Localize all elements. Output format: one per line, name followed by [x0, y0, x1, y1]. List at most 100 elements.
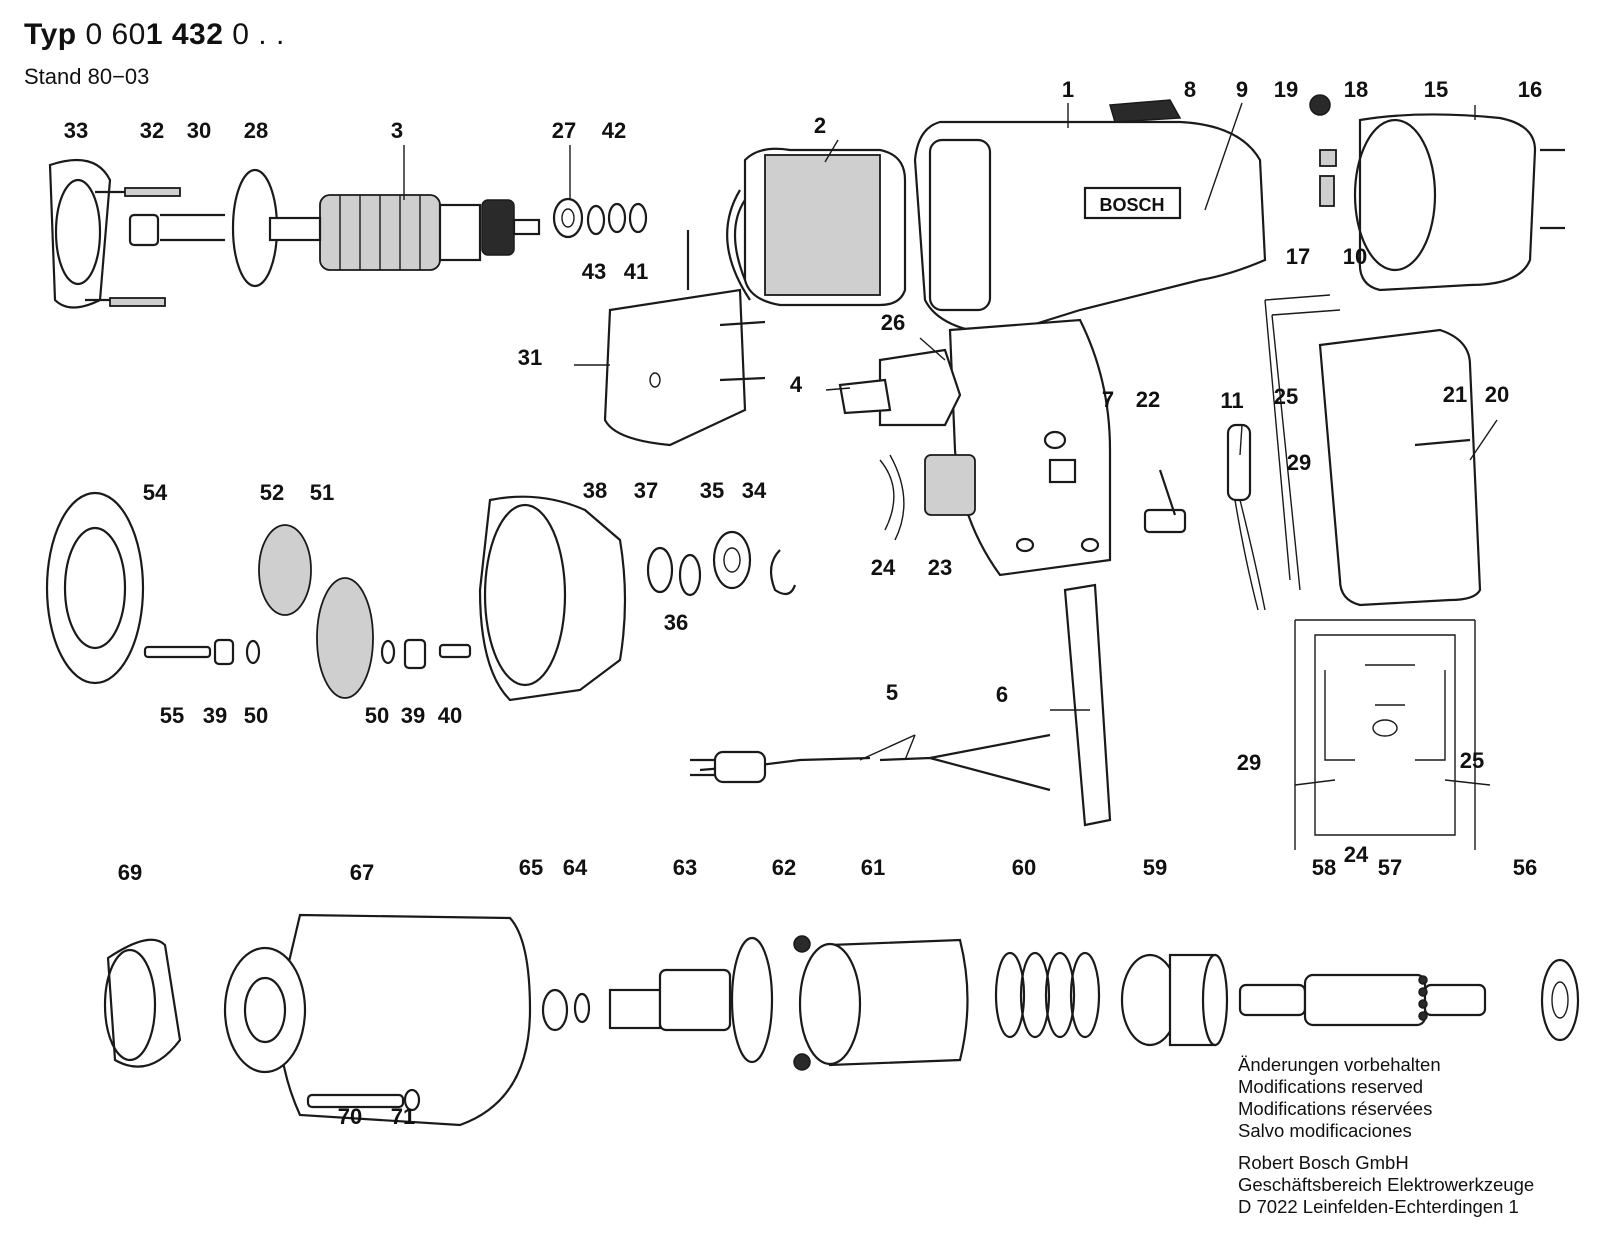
- part-label-22: 22: [1136, 387, 1160, 412]
- part-27-bearing: [552, 197, 584, 239]
- part-1-motor-housing: [913, 120, 1267, 577]
- part-label-17: 17: [1286, 244, 1310, 269]
- part-43-washer: [586, 204, 606, 236]
- part-67-impact-housing: [223, 913, 532, 1127]
- part-label-57: 57: [1378, 855, 1402, 880]
- type-number-part2: 1 432: [145, 18, 224, 51]
- part-label-25: 25: [1274, 384, 1298, 409]
- part-36-washer: [678, 553, 702, 597]
- note-line-3: Modifications réservées: [1238, 1098, 1433, 1119]
- part-2-field: [726, 147, 907, 307]
- part-50-washer: [245, 639, 261, 665]
- part-label-35: 35: [700, 478, 724, 503]
- part-label-31: 31: [518, 345, 542, 370]
- part-69-cap: [103, 938, 182, 1068]
- part-8-switch-button: [1109, 99, 1182, 123]
- part-62-ball: [793, 935, 811, 1071]
- type-number-part1: 0 60: [85, 18, 146, 51]
- part-label-3: 3: [391, 118, 403, 143]
- part-58-spindle: [1238, 973, 1487, 1027]
- part-label-10: 10: [1343, 244, 1367, 269]
- part-label-27: 27: [552, 118, 576, 143]
- part-26-switch: [878, 348, 962, 427]
- part-label-51: 51: [310, 480, 334, 505]
- part-7-cable-clamp: [1143, 508, 1187, 534]
- notes-block: Änderungen vorbehalten Modifications res…: [1238, 1054, 1534, 1218]
- part-71-washer: [403, 1088, 421, 1112]
- part-label-39: 39: [401, 703, 425, 728]
- part-label-38: 38: [583, 478, 607, 503]
- revision-stand: Stand 80−03: [24, 64, 150, 89]
- part-label-64: 64: [563, 855, 588, 880]
- part-39-bushing-2: [403, 638, 427, 670]
- part-label-62: 62: [772, 855, 796, 880]
- part-56-bearing: [1540, 958, 1580, 1042]
- part-label-37: 37: [634, 478, 658, 503]
- part-10-carbon: [1319, 175, 1335, 207]
- part-label-29: 29: [1287, 450, 1311, 475]
- part-4-switch-lever: [838, 378, 892, 415]
- part-label-26: 26: [881, 310, 905, 335]
- part-label-56: 56: [1513, 855, 1537, 880]
- part-label-52: 52: [260, 480, 284, 505]
- part-label-55: 55: [160, 703, 184, 728]
- part-64-ring: [573, 992, 591, 1024]
- part-37-washer: [646, 546, 674, 594]
- part-label-24: 24: [871, 555, 896, 580]
- part-label-71: 71: [391, 1104, 415, 1129]
- part-label-40: 40: [438, 703, 462, 728]
- part-61-hammer: [798, 938, 969, 1067]
- part-52-gear: [258, 524, 312, 616]
- part-label-36: 36: [664, 610, 688, 635]
- brand-logo-text: BOSCH: [1099, 195, 1164, 215]
- part-6-auxiliary-handle: [1063, 583, 1112, 827]
- part-54-housing-flange: [45, 491, 145, 685]
- part-60-spring: [994, 951, 1101, 1039]
- part-22-screw: [1158, 469, 1177, 516]
- part-11-cable-sleeve: [1226, 423, 1266, 611]
- part-35-bearing: [712, 530, 752, 590]
- part-label-67: 67: [350, 860, 374, 885]
- part-label-70: 70: [338, 1104, 362, 1129]
- part-label-7: 7: [1102, 387, 1114, 412]
- part-label-29: 29: [1237, 750, 1261, 775]
- part-21-screw: [1414, 438, 1471, 447]
- part-55-pin: [143, 645, 212, 659]
- part-50-washer-2: [380, 639, 396, 665]
- part-label-20: 20: [1485, 382, 1509, 407]
- part-42-washer: [607, 202, 627, 234]
- part-label-42: 42: [602, 118, 626, 143]
- part-label-28: 28: [244, 118, 268, 143]
- part-label-5: 5: [886, 680, 898, 705]
- part-label-50: 50: [365, 703, 389, 728]
- part-label-50: 50: [244, 703, 268, 728]
- part-label-21: 21: [1443, 382, 1467, 407]
- part-30-bearing: [128, 213, 160, 247]
- part-57-ball-row: [1418, 975, 1428, 1021]
- part-label-11: 11: [1220, 388, 1243, 413]
- part-39-bushing: [213, 638, 235, 666]
- part-label-33: 33: [64, 118, 88, 143]
- part-40-pin: [438, 643, 472, 659]
- part-label-61: 61: [861, 855, 885, 880]
- part-23-suppressor: [924, 454, 976, 516]
- type-number: Typ 0 601 432 0 . .: [24, 18, 285, 52]
- part-label-60: 60: [1012, 855, 1036, 880]
- part-label-19: 19: [1274, 77, 1298, 102]
- part-label-6: 6: [996, 682, 1008, 707]
- part-20-handle-cover: [1318, 328, 1482, 607]
- part-33-brush-holder: [48, 158, 130, 309]
- note-line-2: Modifications reserved: [1238, 1076, 1424, 1097]
- part-16-screw: [1540, 148, 1565, 230]
- part-25-wire: [1264, 294, 1331, 581]
- part-34-circlip: [769, 549, 797, 596]
- part-15-cap: [1353, 113, 1537, 292]
- part-label-8: 8: [1184, 77, 1196, 102]
- part-label-30: 30: [187, 118, 211, 143]
- part-label-23: 23: [928, 555, 952, 580]
- note-line-4: Salvo modificaciones: [1238, 1120, 1412, 1141]
- part-label-2: 2: [814, 113, 826, 138]
- part-28-fan: [160, 168, 279, 288]
- type-label: Typ: [24, 18, 77, 51]
